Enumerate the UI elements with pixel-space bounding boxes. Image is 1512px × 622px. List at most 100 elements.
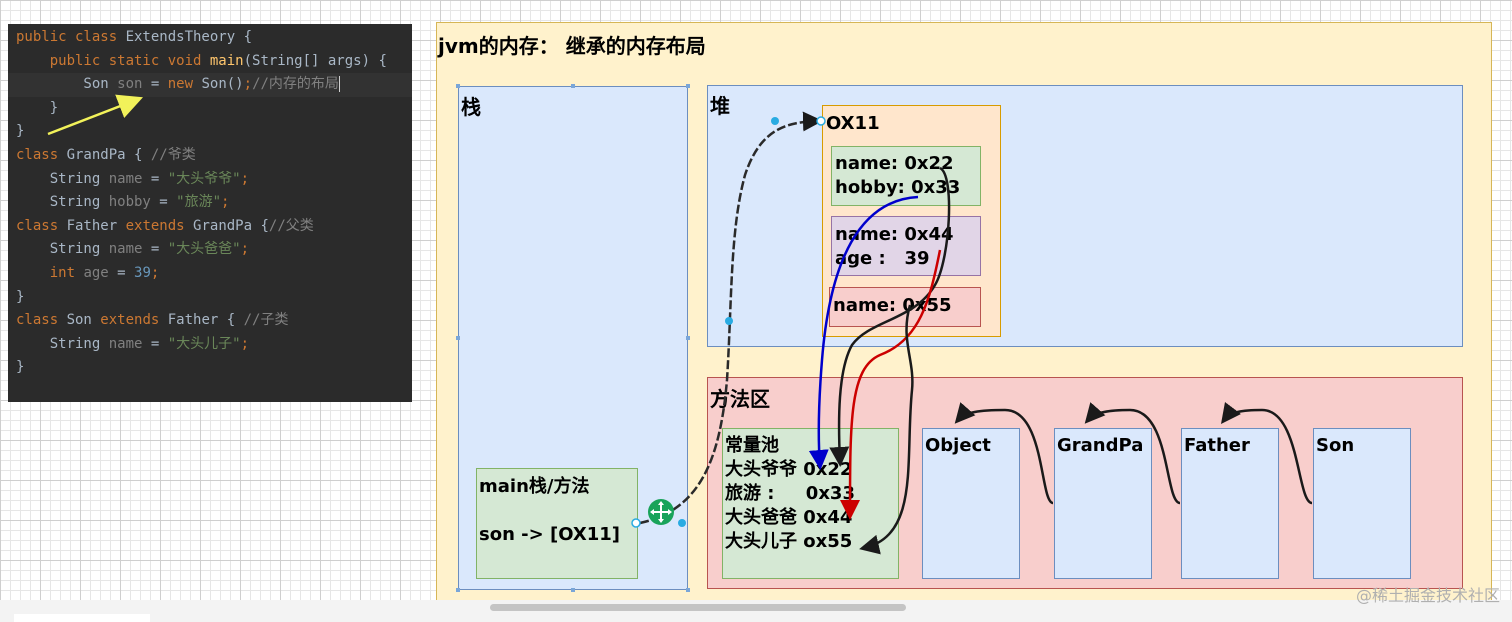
code-token: = — [108, 264, 135, 281]
code-token: "旅游" — [176, 194, 222, 211]
code-token: class — [16, 312, 67, 329]
code-token: = — [142, 170, 168, 187]
class-son-label: Son — [1316, 435, 1355, 456]
class-father-box[interactable] — [1181, 428, 1279, 579]
code-token: Father { — [167, 312, 244, 329]
code-token: String — [16, 335, 109, 352]
code-token: GrandPa { — [193, 217, 269, 234]
code-token: } — [16, 288, 25, 305]
class-grandpa-box[interactable] — [1054, 428, 1152, 579]
connector-endpoint — [631, 518, 641, 528]
code-token: Son — [16, 76, 118, 93]
code-token: //父类 — [268, 217, 314, 234]
father-fields-text: name: 0x44 age : 39 — [835, 224, 954, 269]
resize-handle — [456, 84, 460, 88]
class-object-box[interactable] — [922, 428, 1020, 579]
code-line[interactable]: } — [8, 97, 412, 121]
grandpa-fields-box[interactable] — [831, 146, 981, 206]
code-token: GrandPa { — [66, 146, 151, 163]
code-token: Son() — [201, 76, 244, 93]
class-grandpa-label: GrandPa — [1057, 435, 1144, 456]
text-cursor — [338, 76, 340, 93]
code-token: String — [16, 194, 109, 211]
code-editor[interactable]: public class ExtendsTheory { public stat… — [8, 24, 412, 402]
resize-handle — [686, 336, 690, 340]
code-token: String — [16, 170, 109, 187]
code-token: son — [117, 76, 143, 93]
main-frame-text: main栈/方法 son -> [OX11] — [479, 476, 621, 545]
code-token: //内存的布局 — [252, 76, 339, 93]
code-token: "大头儿子" — [167, 335, 241, 352]
son-fields-box[interactable] — [829, 287, 981, 327]
code-token: ; — [150, 264, 160, 281]
connector-waypoint — [771, 117, 779, 125]
code-token: } — [16, 123, 25, 140]
class-son-box[interactable] — [1313, 428, 1411, 579]
code-token: name — [108, 335, 143, 352]
father-fields-box[interactable] — [831, 216, 981, 276]
page-tab[interactable] — [14, 614, 150, 622]
watermark: @稀土掘金技术社区 — [1355, 586, 1500, 605]
class-object-label: Object — [925, 435, 991, 456]
code-line[interactable]: String name = "大头儿子"; — [8, 333, 412, 357]
scrollbar-thumb[interactable] — [490, 604, 906, 611]
arrow-grandpa-to-object — [954, 402, 1054, 505]
main-stack-frame[interactable] — [476, 468, 638, 579]
code-token: (String[] args) { — [243, 52, 387, 69]
code-token: = — [150, 194, 177, 211]
code-token: = — [142, 241, 168, 258]
arrow-son-to-father — [1220, 402, 1313, 505]
code-line[interactable]: String name = "大头爸爸"; — [8, 238, 412, 262]
annotation-arrow — [47, 94, 143, 136]
code-token: public class — [16, 29, 126, 45]
code-line[interactable]: } — [8, 286, 412, 310]
code-token: 39 — [134, 264, 151, 281]
resize-handle — [571, 84, 575, 88]
horizontal-scrollbar[interactable] — [0, 600, 1512, 622]
arrow-son-name-to-pool — [859, 304, 914, 555]
code-token: extends — [100, 312, 168, 329]
code-line[interactable]: public static void main(String[] args) { — [8, 50, 412, 74]
code-token: Son — [66, 312, 101, 329]
selection-handles — [456, 84, 690, 592]
arrow-grandpa-name-to-pool — [829, 166, 951, 467]
resize-handle — [456, 336, 460, 340]
code-token: name — [108, 170, 143, 187]
stack-label: 栈 — [461, 95, 481, 119]
reference-arrow-son-object — [639, 111, 823, 525]
code-token: //子类 — [243, 312, 289, 329]
code-token: main — [209, 52, 244, 69]
object-address: OX11 — [826, 113, 880, 134]
code-line[interactable]: class GrandPa { //爷类 — [8, 144, 412, 168]
move-handle-icon — [648, 499, 674, 525]
arrow-father-to-grandpa — [1084, 402, 1181, 505]
code-token: public static void — [16, 52, 210, 69]
code-line[interactable]: } — [8, 120, 412, 144]
code-token: ; — [240, 241, 250, 258]
code-line[interactable]: String hobby = "旅游"; — [8, 191, 412, 215]
code-line[interactable]: Son son = new Son();//内存的布局 — [8, 73, 412, 97]
arrow-father-name-to-pool — [840, 249, 942, 520]
code-token: name — [108, 241, 143, 258]
code-token: ExtendsTheory { — [125, 29, 253, 45]
code-line[interactable]: } — [8, 356, 412, 380]
class-father-label: Father — [1184, 435, 1250, 456]
connector-endpoint — [816, 116, 826, 126]
arrow-hobby-to-pool — [808, 195, 919, 470]
code-line[interactable]: int age = 39; — [8, 262, 412, 286]
code-line[interactable]: class Father extends GrandPa {//父类 — [8, 215, 412, 239]
resize-handle — [456, 588, 460, 592]
heap-label: 堆 — [710, 94, 730, 118]
code-line[interactable]: class Son extends Father { //子类 — [8, 309, 412, 333]
code-line[interactable]: public class ExtendsTheory { — [8, 26, 412, 50]
method-area-label: 方法区 — [710, 387, 770, 411]
code-token: ; — [221, 194, 230, 211]
code-token: } — [16, 359, 25, 376]
diagram-title: jvm的内存： 继承的内存布局 — [438, 34, 706, 58]
code-line[interactable]: String name = "大头爷爷"; — [8, 168, 412, 192]
code-token: ; — [243, 76, 253, 93]
code-token: ; — [240, 170, 250, 187]
code-token: //爷类 — [150, 146, 196, 163]
code-token: hobby — [108, 194, 151, 211]
